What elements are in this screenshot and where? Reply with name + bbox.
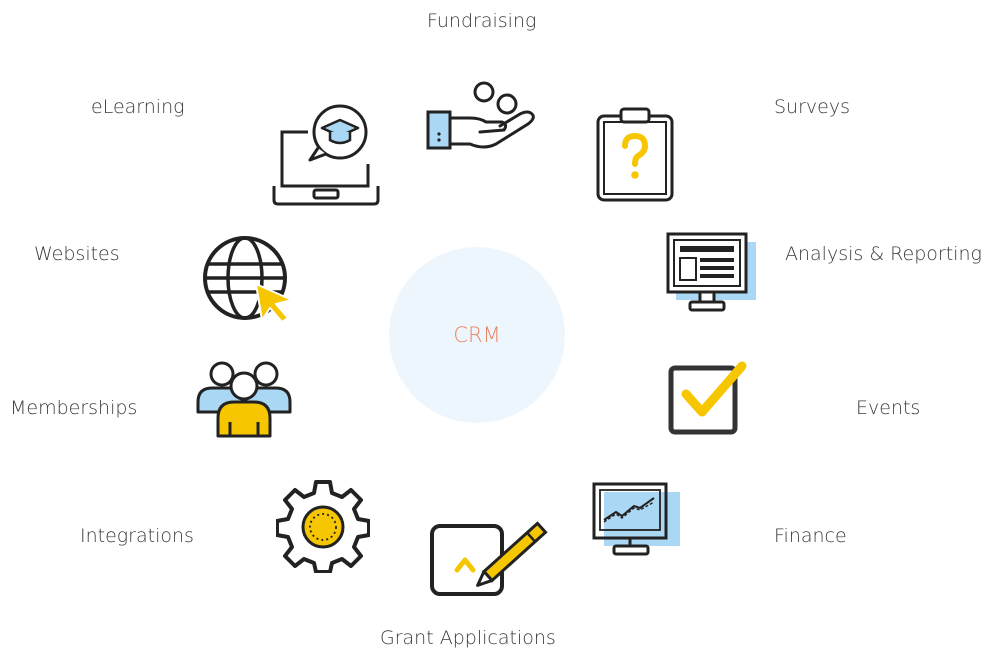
memberships-label: Memberships (10, 397, 138, 419)
integrations-label: Integrations (80, 525, 194, 547)
fundraising-hand-coins-icon (426, 81, 535, 150)
elearning-label: eLearning (91, 96, 185, 118)
crm-hub: CRM (389, 247, 565, 423)
events-label: Events (856, 397, 921, 419)
surveys-clipboard-icon (596, 107, 674, 202)
finance-label: Finance (774, 525, 847, 547)
events-checkbox-icon (668, 361, 747, 435)
integrations-gear-icon (276, 480, 370, 573)
elearning-laptop-icon (272, 104, 380, 206)
analysis-reporting-label: Analysis & Reporting (785, 243, 982, 265)
websites-globe-icon (203, 236, 293, 323)
grant-applications-label: Grant Applications (380, 627, 556, 649)
grant-applications-pen-icon (430, 521, 548, 596)
fundraising-label: Fundraising (427, 10, 537, 32)
finance-monitor-chart-icon (592, 482, 680, 556)
analysis-reporting-monitor-icon (666, 232, 756, 312)
websites-label: Websites (34, 243, 120, 265)
surveys-label: Surveys (774, 96, 850, 118)
memberships-group-icon (196, 361, 292, 438)
crm-label: CRM (453, 323, 501, 347)
